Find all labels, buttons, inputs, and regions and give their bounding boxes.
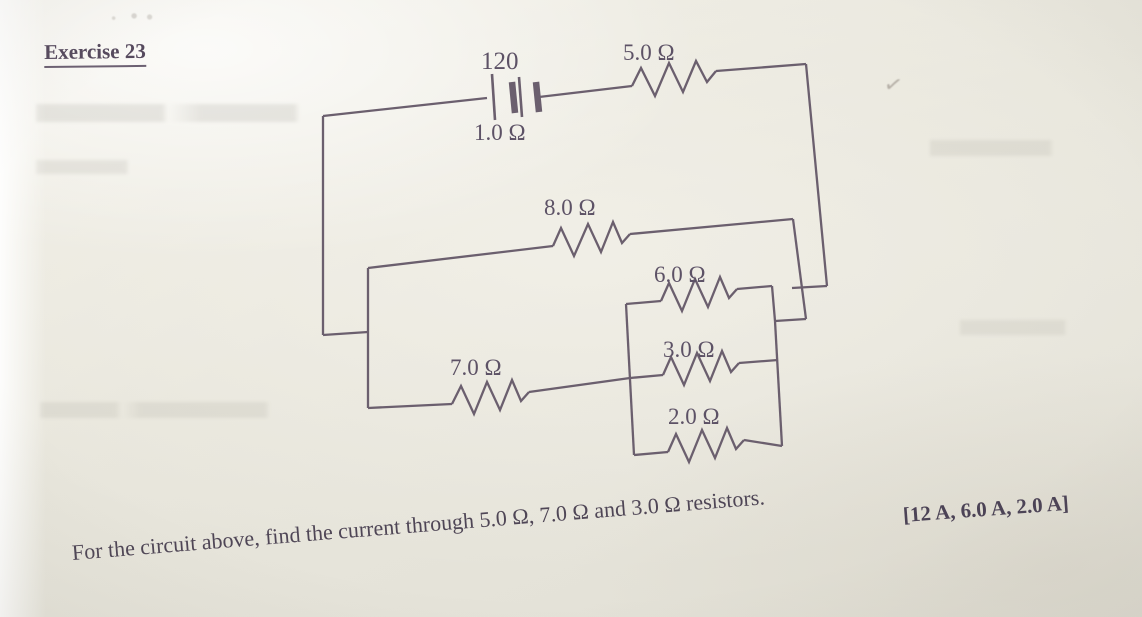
resistor-6ohm-label: 6.0 Ω (654, 262, 706, 287)
resistor-5ohm-label: 5.0 Ω (623, 40, 675, 65)
wire-r7-to-parallel-node (528, 376, 631, 394)
wire-battery-to-r5 (538, 84, 633, 99)
wire-r2-to-right-bus (743, 438, 783, 448)
resistor-2ohm-label: 2.0 Ω (668, 404, 720, 429)
wire-to-r3 (629, 373, 664, 380)
wire-to-r8 (367, 244, 554, 270)
wire-to-r6 (625, 299, 662, 306)
resistor-7ohm-label: 7.0 Ω (450, 355, 502, 380)
wire-top-left-to-battery (322, 96, 488, 118)
wire-outer-right (804, 63, 829, 287)
resistor-5ohm-symbol (630, 58, 717, 99)
battery-emf-label: 120 (481, 48, 519, 75)
resistor-7ohm-symbol (450, 376, 530, 417)
wire-r6-to-right-bus (736, 284, 773, 291)
wire-inner-right (791, 218, 808, 320)
wire-r6-right-drop (770, 285, 777, 322)
battery-short-plate-2 (532, 81, 543, 113)
wire-outer-right-node (791, 284, 828, 290)
battery-long-plate-2 (517, 76, 524, 118)
battery-internal-resistance-label: 1.0 Ω (474, 120, 526, 145)
battery-long-plate (490, 73, 497, 121)
resistor-3ohm-label: 3.0 Ω (663, 337, 715, 362)
resistor-3ohm-symbol (661, 347, 740, 388)
resistor-8ohm-label: 8.0 Ω (544, 195, 596, 220)
wire-parallel-right-bus (773, 320, 784, 447)
wire-r8-to-right (629, 217, 794, 236)
resistor-2ohm-symbol (666, 424, 745, 465)
resistor-6ohm-symbol (659, 273, 738, 314)
resistor-8ohm-symbol (551, 218, 631, 259)
battery-short-plate (508, 81, 519, 114)
wire-r3-to-right-bus (738, 358, 779, 365)
wire-r5-to-right-corner (715, 62, 807, 73)
wire-parallel-right-top (774, 317, 807, 323)
wire-parallel-left-bus (624, 303, 636, 456)
wire-to-r2 (633, 450, 669, 457)
wire-bottom-left-to-r7 (367, 402, 453, 410)
wire-left-node-to-mid (322, 330, 369, 337)
